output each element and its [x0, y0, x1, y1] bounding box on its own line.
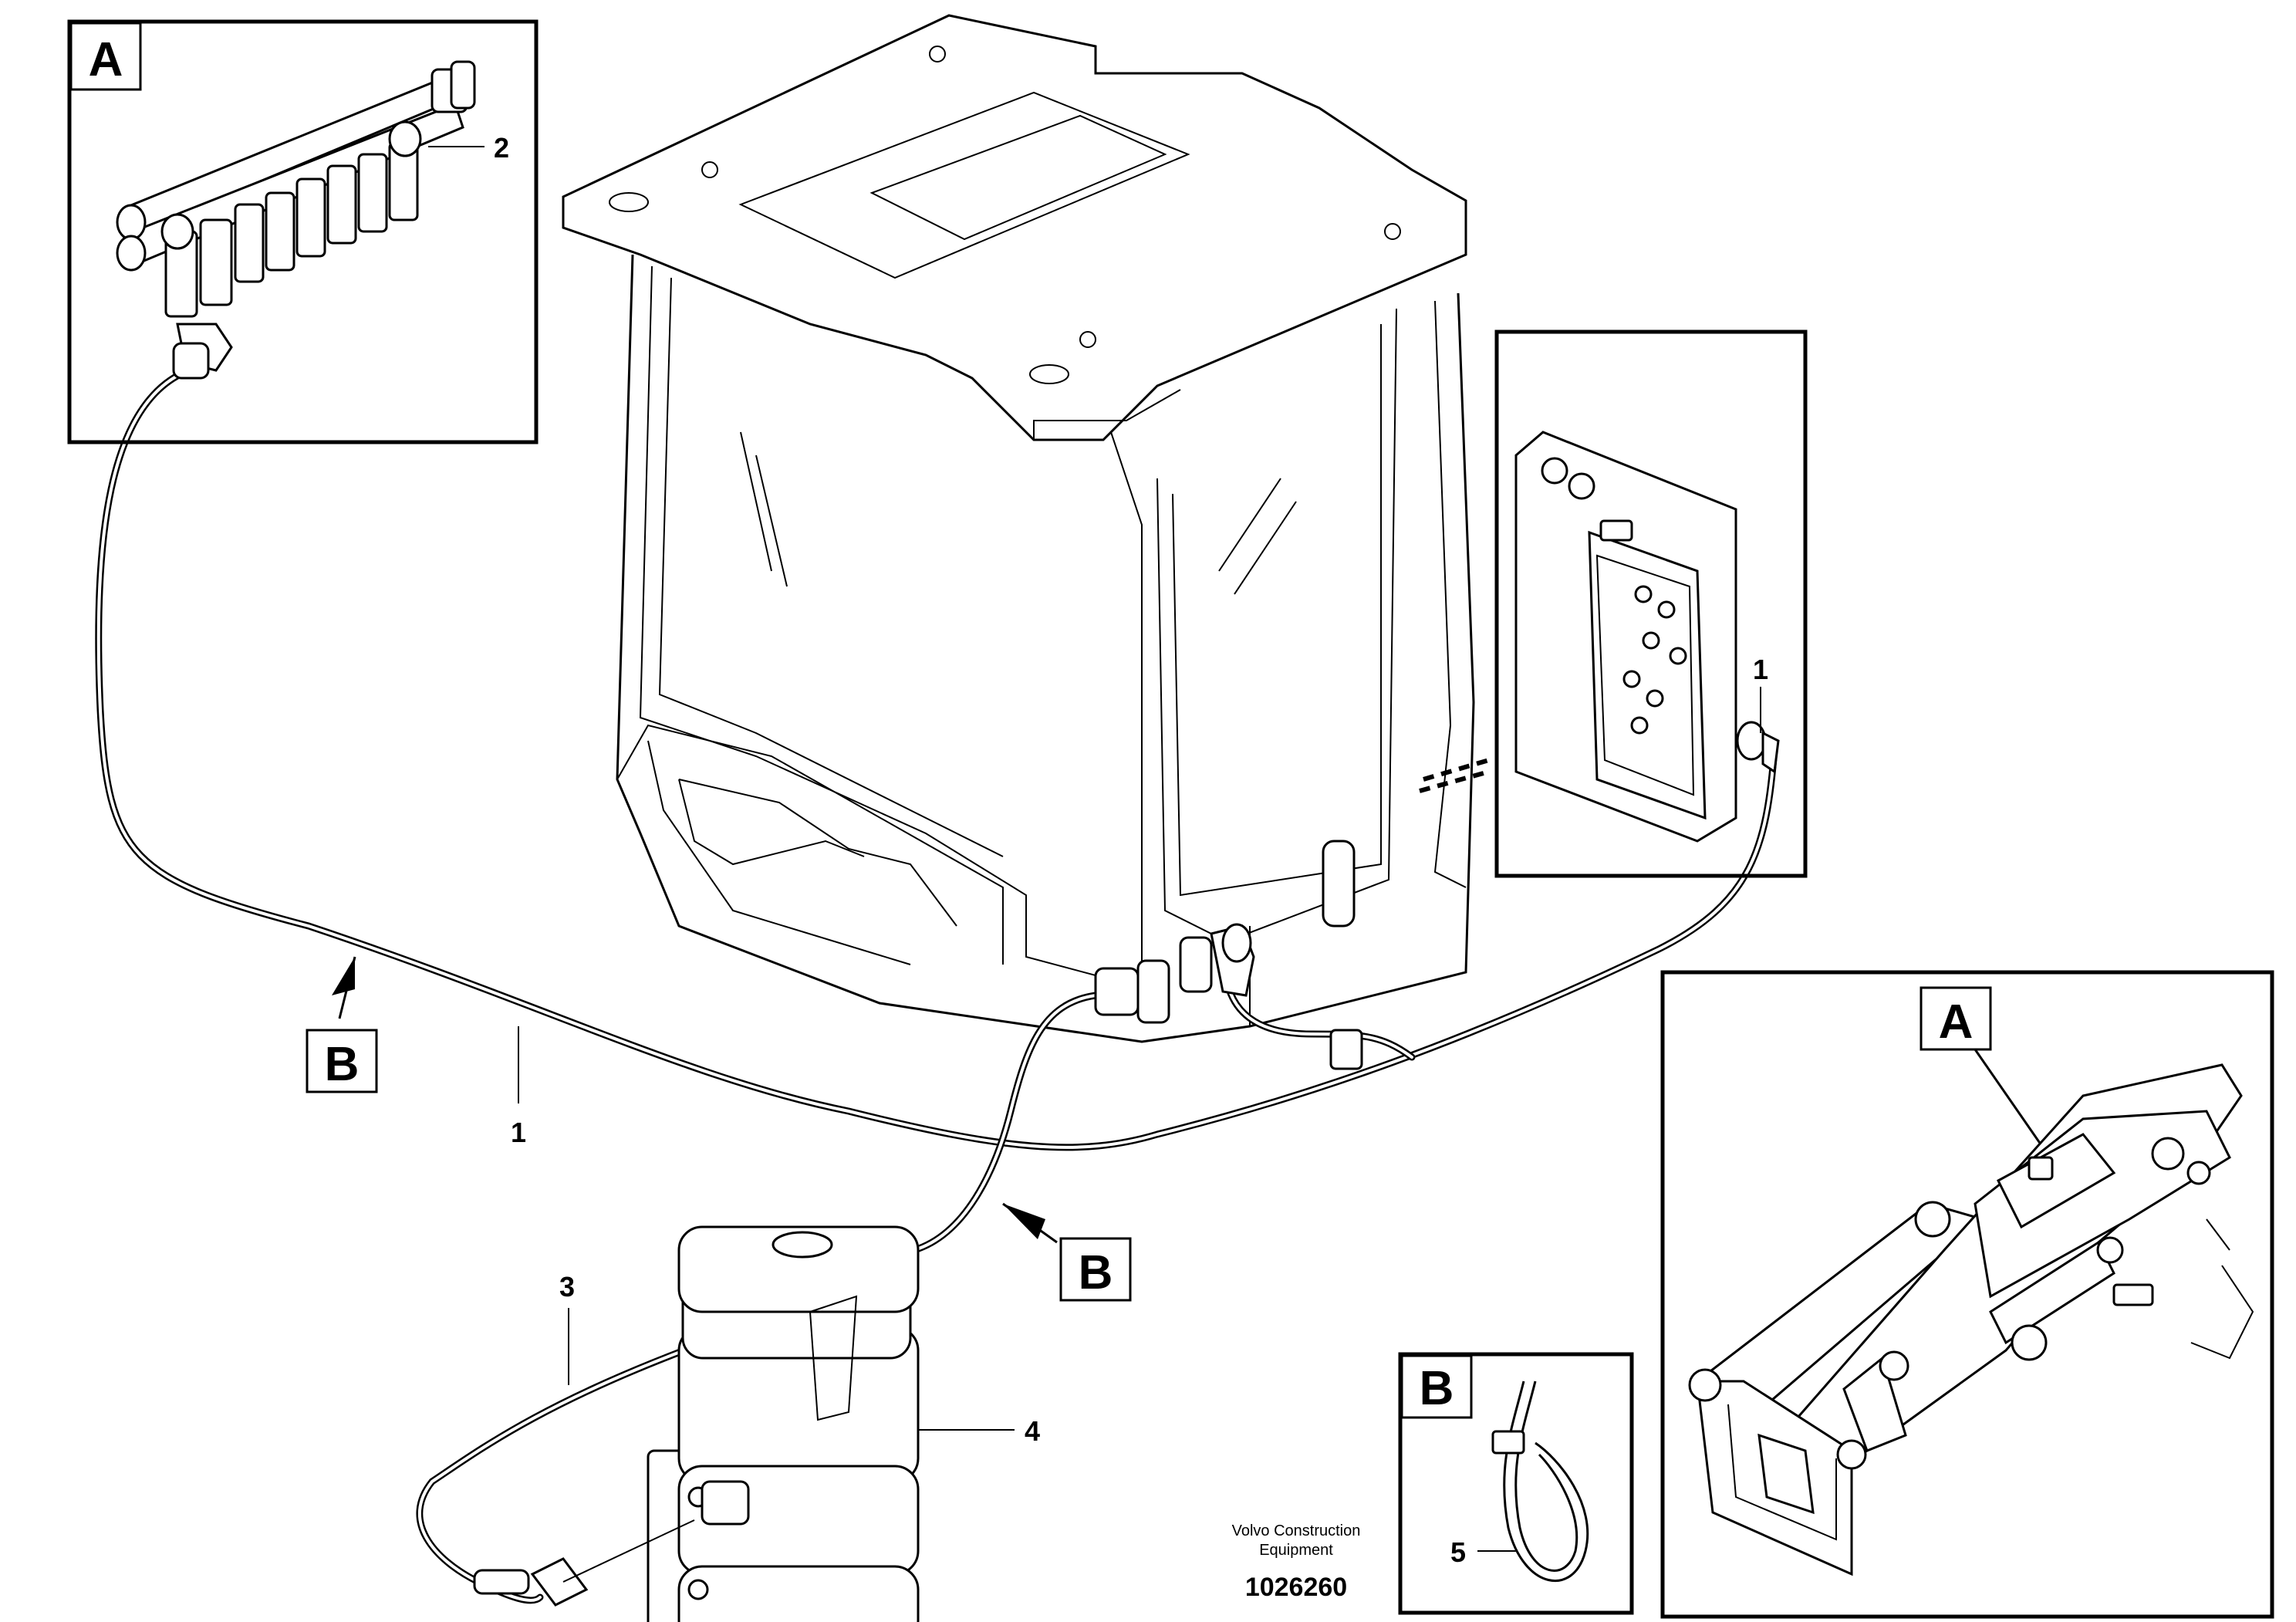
detail-b-inset: B 5 — [1398, 1352, 1634, 1615]
callout-b-middle: B — [1002, 1202, 1132, 1302]
leader-1-centre: 1 — [511, 1026, 526, 1148]
drawing-footer: Volvo Construction Equipment 1026260 — [1232, 1522, 1361, 1602]
hoses — [95, 367, 1778, 1604]
callout-a-label: A — [89, 33, 123, 86]
cable-tie — [1491, 1380, 1589, 1582]
detail-panel-inset: 1 — [1419, 329, 1808, 878]
loader-overview-inset: A — [1660, 970, 2274, 1619]
company-name-line2: Equipment — [1259, 1542, 1333, 1559]
company-name-line1: Volvo Construction — [1232, 1522, 1361, 1539]
cab-connectors — [1094, 923, 1255, 1024]
callout-a-overview-label: A — [1939, 995, 1974, 1049]
callout-b-inset-label: B — [1420, 1362, 1454, 1415]
callout-b-left: B — [306, 956, 378, 1093]
part-number-3: 3 — [559, 1271, 575, 1303]
callout-b-left-label: B — [325, 1038, 360, 1091]
lubrication-reservoir — [473, 1225, 920, 1622]
injector-array — [164, 141, 419, 318]
part-number-5: 5 — [1450, 1536, 1466, 1568]
callout-b-middle-label: B — [1079, 1246, 1113, 1299]
part-number-2: 2 — [494, 132, 509, 164]
part-number-4: 4 — [1025, 1415, 1040, 1447]
leader-4: 4 — [918, 1415, 1040, 1447]
operator-cab — [562, 14, 1475, 1043]
drawing-number: 1026260 — [1245, 1573, 1347, 1602]
part-number-1-centre: 1 — [511, 1117, 526, 1148]
detail-a-inset: A 2 — [67, 19, 539, 444]
part-number-1-right: 1 — [1753, 654, 1768, 685]
leader-3: 3 — [559, 1271, 575, 1385]
